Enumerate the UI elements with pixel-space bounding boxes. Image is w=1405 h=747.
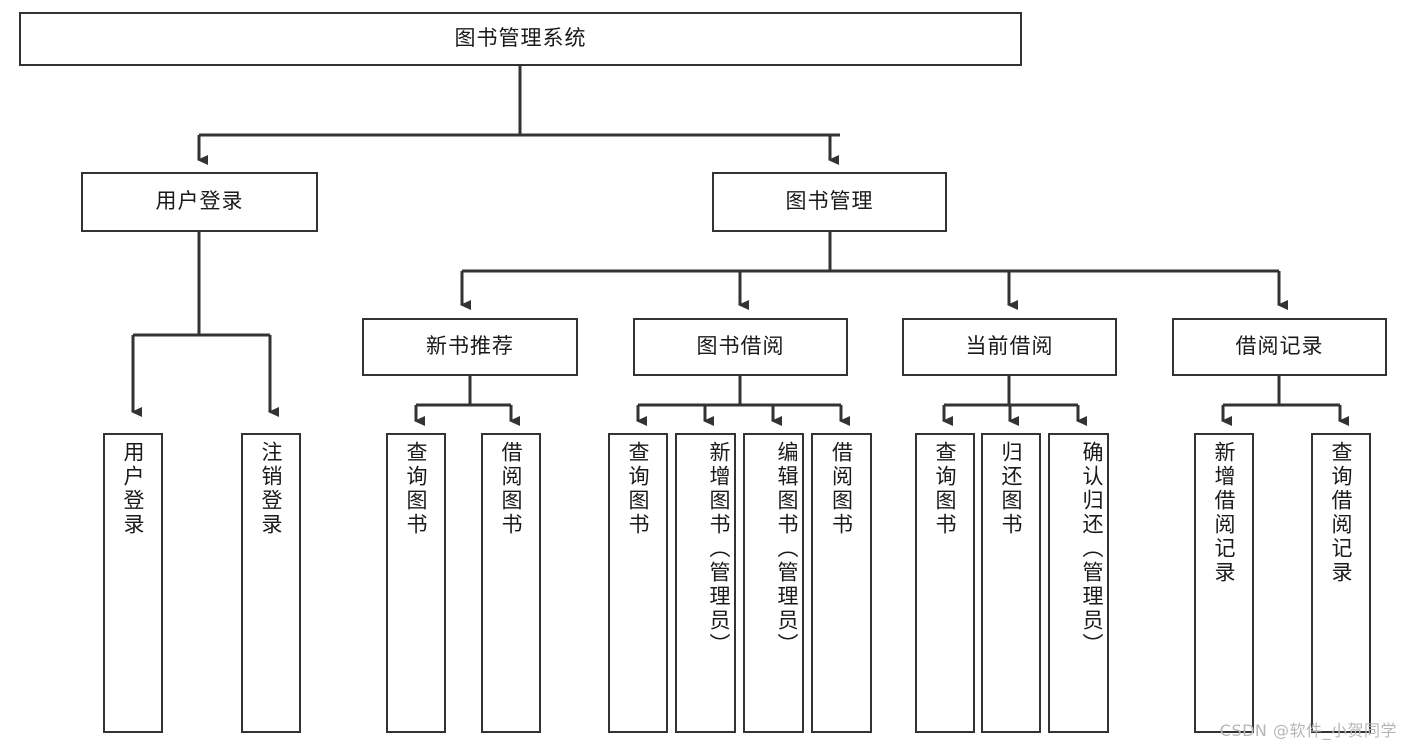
- node-label: 当前借阅: [965, 334, 1054, 359]
- leaf-add-book-admin[interactable]: 新增图书（管理员）: [675, 433, 736, 733]
- node-label: 查询图书: [933, 441, 957, 537]
- node-label: 图书管理系统: [454, 26, 587, 51]
- leaf-user-login[interactable]: 用户登录: [103, 433, 163, 733]
- leaf-add-borrow-record[interactable]: 新增借阅记录: [1194, 433, 1254, 733]
- csdn-watermark: CSDN @软件_小贺同学: [1219, 721, 1397, 740]
- node-label: 图书借阅: [696, 334, 785, 359]
- node-label: 归还图书: [999, 441, 1023, 537]
- leaf-edit-book-admin[interactable]: 编辑图书（管理员）: [743, 433, 804, 733]
- node-label: 查询借阅记录: [1329, 441, 1353, 585]
- node-label: 查询图书: [404, 441, 428, 537]
- node-label: 注销登录: [259, 441, 283, 537]
- node-root-book-management-system[interactable]: 图书管理系统: [19, 12, 1022, 66]
- node-book-borrow[interactable]: 图书借阅: [633, 318, 848, 376]
- node-label: 查询图书: [626, 441, 650, 537]
- leaf-query-book-current[interactable]: 查询图书: [915, 433, 975, 733]
- leaf-borrow-book[interactable]: 借阅图书: [811, 433, 872, 733]
- node-label: 新增图书（管理员）: [707, 441, 731, 657]
- node-label: 新增借阅记录: [1212, 441, 1236, 585]
- node-label: 确认归还（管理员）: [1080, 441, 1104, 657]
- node-new-book-recommend[interactable]: 新书推荐: [362, 318, 578, 376]
- node-label: 借阅图书: [829, 441, 854, 537]
- node-label: 新书推荐: [426, 334, 514, 359]
- leaf-query-book-borrow[interactable]: 查询图书: [608, 433, 668, 733]
- node-borrow-record[interactable]: 借阅记录: [1172, 318, 1387, 376]
- leaf-return-book[interactable]: 归还图书: [981, 433, 1041, 733]
- leaf-query-borrow-record[interactable]: 查询借阅记录: [1311, 433, 1371, 733]
- leaf-confirm-return-admin[interactable]: 确认归还（管理员）: [1048, 433, 1109, 733]
- node-book-management[interactable]: 图书管理: [712, 172, 947, 232]
- node-user-login[interactable]: 用户登录: [81, 172, 318, 232]
- leaf-borrow-book-recommend[interactable]: 借阅图书: [481, 433, 541, 733]
- node-label: 借阅图书: [499, 441, 523, 537]
- leaf-logout-login[interactable]: 注销登录: [241, 433, 301, 733]
- node-current-borrow[interactable]: 当前借阅: [902, 318, 1117, 376]
- node-label: 借阅记录: [1235, 334, 1324, 359]
- leaf-query-book-recommend[interactable]: 查询图书: [386, 433, 446, 733]
- node-label: 编辑图书（管理员）: [775, 441, 799, 657]
- node-label: 图书管理: [785, 189, 874, 214]
- node-label: 用户登录: [121, 441, 145, 537]
- node-label: 用户登录: [155, 189, 244, 214]
